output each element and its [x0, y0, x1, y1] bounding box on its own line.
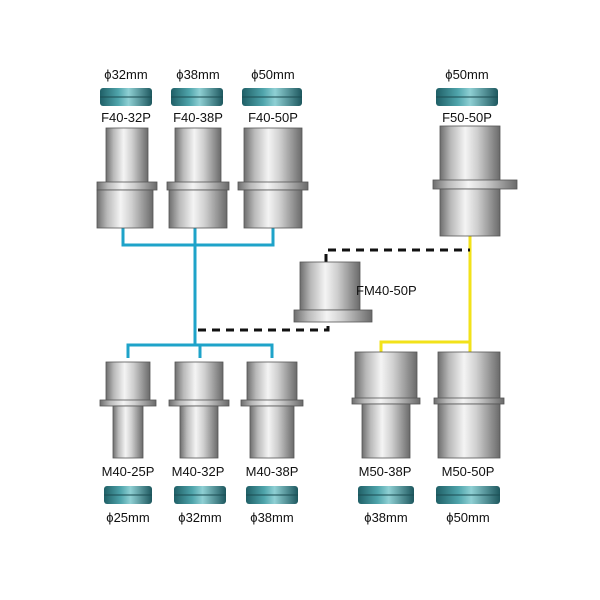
diameter-label: ϕ32mm: [104, 67, 148, 82]
adapter-F50-50P: [432, 125, 518, 237]
diameter-label: ϕ38mm: [250, 510, 294, 525]
ring-32mm-top: [100, 88, 152, 106]
adapter-F40-32P: [96, 127, 158, 229]
ring-row-bottom: [104, 486, 500, 504]
model-label: F40-38P: [173, 110, 223, 125]
ring-32mm-bottom: [174, 486, 226, 504]
blue-connectors: [121, 228, 275, 358]
ring-38mm-bottom: [246, 486, 298, 504]
adapter-M50-38P: [351, 351, 421, 459]
model-label: M40-25P: [101, 464, 155, 479]
model-label: M50-50P: [441, 464, 495, 479]
ring-38mm-top: [171, 88, 223, 106]
adapter-M40-38P: [240, 361, 304, 459]
adapter-M50-50P: [433, 351, 505, 459]
ring-50mm-top: [242, 88, 302, 106]
diameter-label: ϕ32mm: [178, 510, 222, 525]
model-label: F40-50P: [248, 110, 298, 125]
adapter-F40-50P: [237, 127, 309, 229]
diameter-label: ϕ25mm: [106, 510, 150, 525]
model-label: F40-32P: [101, 110, 151, 125]
adapter-FM40-50P: [293, 261, 373, 323]
adapter-M40-25P: [99, 361, 157, 459]
diameter-label: ϕ38mm: [176, 67, 220, 82]
ring-50mm-bottom-right: [436, 486, 500, 504]
ring-50mm-top-right: [436, 88, 498, 106]
model-label: M50-38P: [358, 464, 412, 479]
ring-25mm-bottom: [104, 486, 152, 504]
diameter-label: ϕ38mm: [364, 510, 408, 525]
model-label: M40-32P: [171, 464, 225, 479]
diameter-label: ϕ50mm: [446, 510, 490, 525]
model-label-middle: FM40-50P: [356, 283, 417, 298]
diameter-label: ϕ50mm: [445, 67, 489, 82]
yellow-connector: [379, 236, 472, 352]
adapter-F40-38P: [166, 127, 230, 229]
ring-row-top: [100, 88, 498, 106]
ring-38mm-bottom-right: [358, 486, 414, 504]
model-label: F50-50P: [442, 110, 492, 125]
adapter-M40-32P: [168, 361, 230, 459]
model-label: M40-38P: [245, 464, 299, 479]
dashed-connectors: [198, 248, 470, 332]
diameter-label: ϕ50mm: [251, 67, 295, 82]
